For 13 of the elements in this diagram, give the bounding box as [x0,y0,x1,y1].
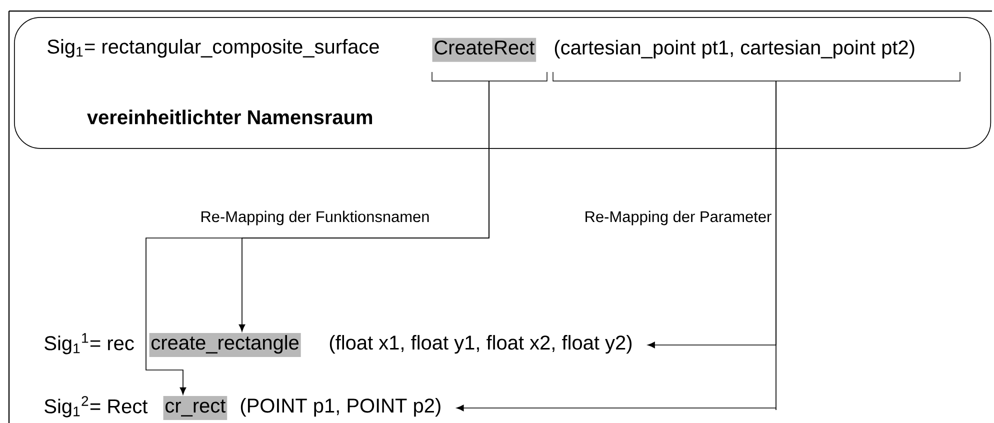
parameter-list: (cartesian_point pt1, cartesian_point pt2) [554,40,914,59]
edge-label: Re-Mapping der Parameter [582,209,774,227]
signature-label: Sig$_{1}$$^{2}$= Rect [44,396,148,418]
edge-label: Re-Mapping der Funktionsnamen [198,209,432,227]
highlighted-name: cr_rect [163,396,228,420]
highlighted-name: CreateRect [432,38,536,62]
arrow [146,80,490,395]
parameter-list: (float x1, float y1, float x2, float y2) [330,335,632,354]
signature-label: Sig$_{1}$= rectangular_composite_surface [48,39,379,58]
parameter-list: (POINT p1, POINT p2) [240,398,440,417]
signature-label: Sig$_{1}$$^{1}$= rec [44,333,134,354]
arrow [456,80,776,412]
highlighted-name: create_rectangle [149,333,301,357]
